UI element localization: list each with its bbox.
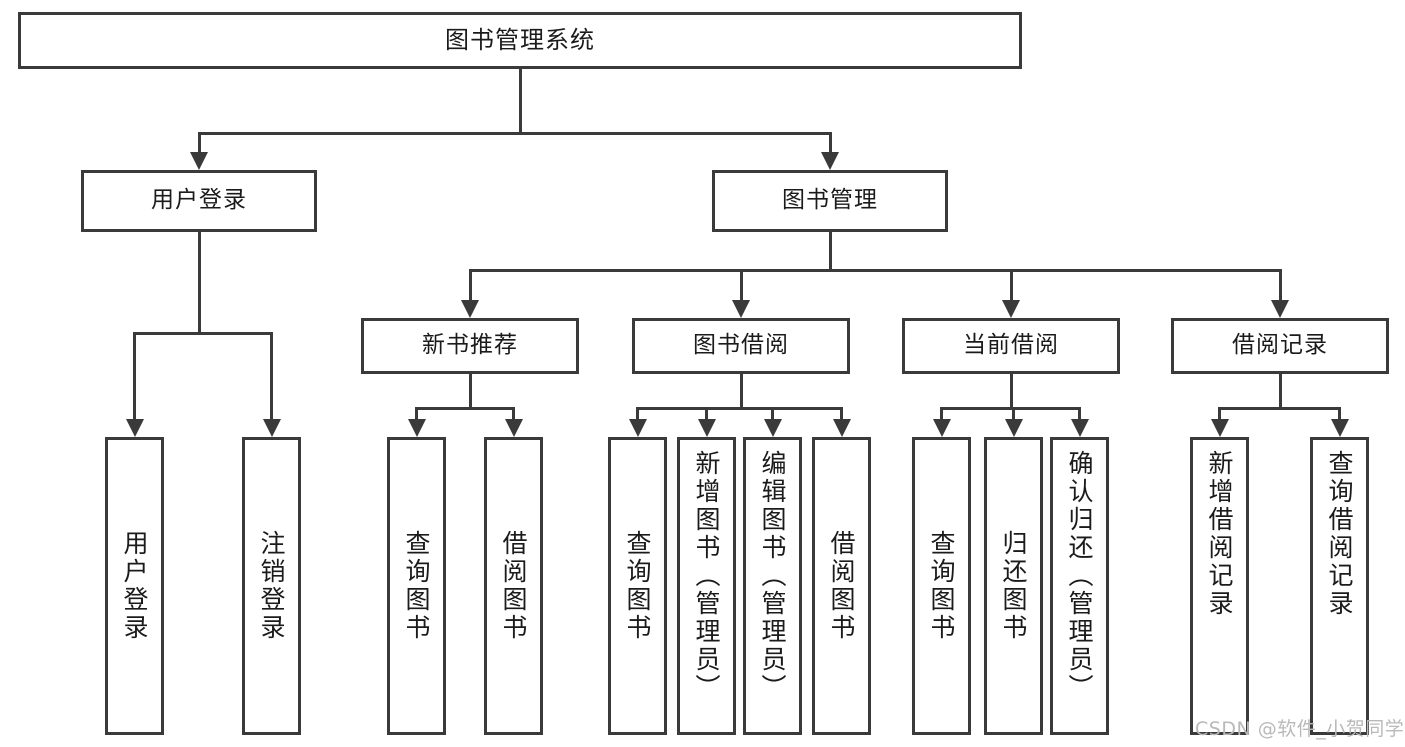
l3-3-arrow-1 bbox=[1330, 419, 1349, 437]
l3-0-leg-1 bbox=[512, 408, 515, 420]
l3-0-arrow-0 bbox=[407, 419, 426, 437]
root-leg-1 bbox=[828, 133, 832, 153]
node-leaf-用户登录-注销登录[interactable]: 注销登录 bbox=[242, 437, 301, 735]
user-login-leg-1 bbox=[270, 333, 273, 420]
l3-2-leg-0 bbox=[940, 408, 943, 420]
l3-2-leg-1 bbox=[1012, 408, 1015, 420]
node-leaf-新书推荐-查询图书[interactable]: 查询图书 bbox=[387, 437, 446, 735]
l3-2-arrow-2 bbox=[1070, 419, 1089, 437]
l3-3-leg-0 bbox=[1218, 408, 1221, 420]
l3-1-leg-3 bbox=[840, 408, 843, 420]
book-mgmt-arrow-1 bbox=[732, 300, 750, 318]
node-leaf-当前借阅-归还图书[interactable]: 归还图书 bbox=[984, 437, 1043, 735]
node-leaf-用户登录-用户登录[interactable]: 用户登录 bbox=[105, 437, 164, 735]
l3-1-leg-0 bbox=[636, 408, 639, 420]
book-mgmt-leg-0 bbox=[468, 270, 472, 301]
l3-1-arrow-2 bbox=[763, 419, 782, 437]
node-level3-新书推荐[interactable]: 新书推荐 bbox=[361, 318, 579, 374]
user-login-leg-0 bbox=[133, 333, 136, 420]
l3-1-bus bbox=[636, 406, 843, 410]
l3-2-stem bbox=[1009, 374, 1013, 408]
l3-2-leg-2 bbox=[1078, 408, 1081, 420]
node-leaf-图书借阅-编辑图书（管理员）[interactable]: 编辑图书（管理员） bbox=[743, 437, 802, 735]
node-leaf-新书推荐-借阅图书[interactable]: 借阅图书 bbox=[484, 437, 543, 735]
node-leaf-图书借阅-新增图书（管理员）[interactable]: 新增图书（管理员） bbox=[677, 437, 736, 735]
book-mgmt-arrow-3 bbox=[1271, 300, 1289, 318]
l3-3-leg-1 bbox=[1338, 408, 1341, 420]
node-leaf-当前借阅-查询图书[interactable]: 查询图书 bbox=[912, 437, 971, 735]
node-leaf-当前借阅-确认归还（管理员）[interactable]: 确认归还（管理员） bbox=[1050, 437, 1109, 735]
root-leg-0 bbox=[197, 133, 201, 153]
node-leaf-图书借阅-借阅图书[interactable]: 借阅图书 bbox=[812, 437, 871, 735]
node-level2-图书管理[interactable]: 图书管理 bbox=[712, 170, 948, 232]
user-login-arrow-1 bbox=[262, 419, 281, 437]
user-login-stem bbox=[197, 232, 201, 333]
node-level2-用户登录[interactable]: 用户登录 bbox=[81, 170, 317, 232]
l3-3-arrow-0 bbox=[1210, 419, 1229, 437]
l3-1-arrow-0 bbox=[628, 419, 647, 437]
node-root-图书管理系统[interactable]: 图书管理系统 bbox=[18, 12, 1022, 69]
l3-0-leg-0 bbox=[415, 408, 418, 420]
l3-2-arrow-0 bbox=[932, 419, 951, 437]
l3-0-stem bbox=[468, 374, 472, 408]
watermark-text: CSDN @软件_小贺同学 bbox=[1195, 718, 1405, 740]
root-bus bbox=[197, 131, 832, 135]
l3-2-bus bbox=[940, 406, 1081, 410]
node-level3-图书借阅[interactable]: 图书借阅 bbox=[632, 318, 850, 374]
root-arrow-0 bbox=[190, 152, 208, 170]
book-mgmt-arrow-2 bbox=[1002, 300, 1020, 318]
l3-0-bus bbox=[415, 406, 515, 410]
root-stem bbox=[518, 69, 522, 133]
l3-1-arrow-3 bbox=[832, 419, 851, 437]
root-arrow-1 bbox=[821, 152, 839, 170]
l3-3-bus bbox=[1218, 406, 1341, 410]
l3-1-leg-2 bbox=[771, 408, 774, 420]
book-mgmt-stem bbox=[828, 232, 832, 270]
l3-1-stem bbox=[739, 374, 743, 408]
book-mgmt-leg-2 bbox=[1009, 270, 1013, 301]
l3-1-arrow-1 bbox=[697, 419, 716, 437]
node-leaf-图书借阅-查询图书[interactable]: 查询图书 bbox=[608, 437, 667, 735]
book-mgmt-bus bbox=[468, 268, 1282, 272]
book-mgmt-leg-1 bbox=[739, 270, 743, 301]
l3-2-arrow-1 bbox=[1004, 419, 1023, 437]
l3-0-arrow-1 bbox=[504, 419, 523, 437]
node-level3-借阅记录[interactable]: 借阅记录 bbox=[1171, 318, 1389, 374]
user-login-arrow-0 bbox=[125, 419, 144, 437]
l3-1-leg-1 bbox=[705, 408, 708, 420]
node-level3-当前借阅[interactable]: 当前借阅 bbox=[902, 318, 1120, 374]
user-login-bus bbox=[133, 331, 273, 335]
book-mgmt-leg-3 bbox=[1278, 270, 1282, 301]
node-leaf-借阅记录-新增借阅记录[interactable]: 新增借阅记录 bbox=[1190, 437, 1249, 735]
node-leaf-借阅记录-查询借阅记录[interactable]: 查询借阅记录 bbox=[1310, 437, 1369, 735]
book-mgmt-arrow-0 bbox=[461, 300, 479, 318]
l3-3-stem bbox=[1278, 374, 1282, 408]
